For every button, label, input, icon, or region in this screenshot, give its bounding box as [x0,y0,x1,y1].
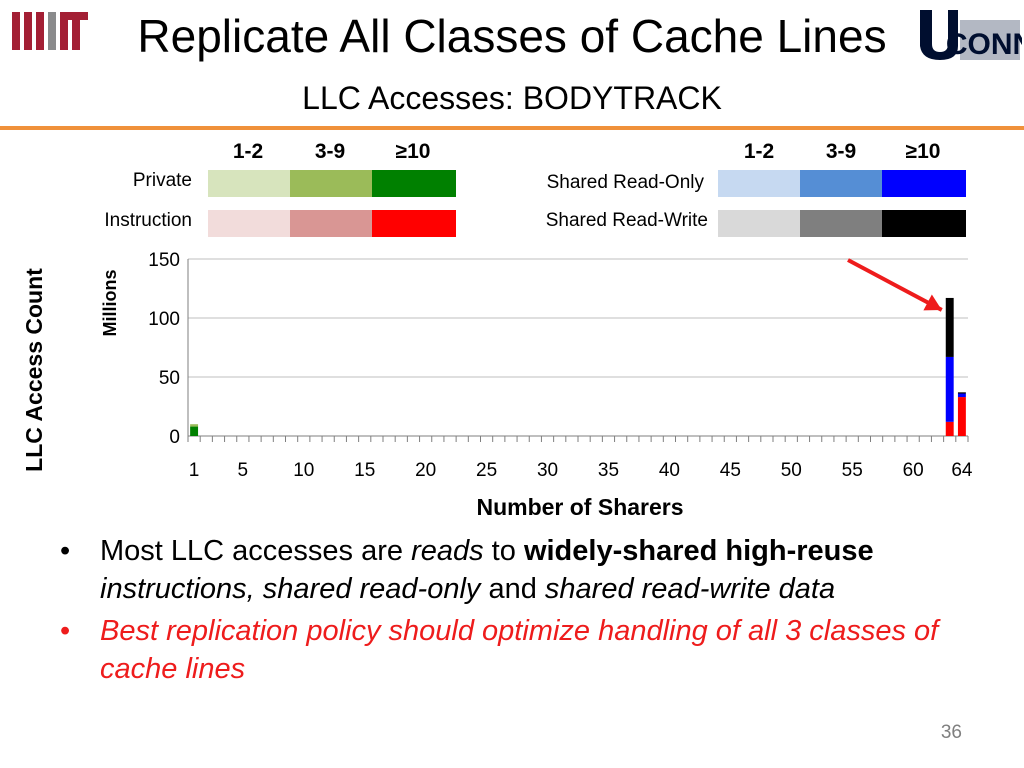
slide-title: Replicate All Classes of Cache Lines [137,10,887,62]
bar-segment [945,421,954,436]
svg-text:CONN: CONN [946,28,1022,61]
legend-swatch [290,210,372,237]
x-tick-label: 64 [951,460,973,481]
legend-instruction-swatches [208,210,456,237]
x-tick-label: 50 [781,460,802,481]
legend-right-bucket-1: 1-2 [743,140,775,163]
bullet-text-run: Most LLC accesses are [100,535,412,567]
bullet-item: • Most LLC accesses are reads to widely-s… [60,532,980,608]
bullet-list: • Most LLC accesses are reads to widely-s… [60,532,980,692]
legend-swatch [800,210,882,237]
bullet-text-run: instructions, shared read-only [100,573,481,605]
y-tick-label: 100 [148,309,180,330]
x-tick-label: 1 [189,460,200,481]
x-tick-label: 10 [293,460,314,481]
legend-private-label: Private [132,170,192,191]
x-tick-label: 60 [903,460,924,481]
mit-logo [12,12,88,50]
x-tick-label: 25 [476,460,497,481]
bullet-text-run: reads [411,535,484,567]
annotation-arrow-shaft [847,258,943,312]
legend-right-bucket-3: ≥10 [905,140,941,163]
x-tick-label: 20 [415,460,436,481]
x-tick-label: 55 [842,460,863,481]
legend-left-bucket-1: 1-2 [232,140,264,163]
y-tick-label: 50 [159,368,180,389]
bullet-text-run: widely-shared high-reuse [523,535,874,567]
legend-right-bucket-2: 3-9 [825,140,857,163]
x-tick-label: 15 [354,460,375,481]
legend-instruction-label: Instruction [104,210,192,231]
bullet-text-run: Best replication policy should optimize … [100,615,939,685]
x-tick-label: 40 [659,460,680,481]
bar-segment [957,397,966,436]
uconn-logo: CONN [920,10,1022,61]
bar-segment [945,297,954,357]
page-number: 36 [940,722,962,743]
x-tick-label: 5 [238,460,249,481]
x-tick-label: 35 [598,460,619,481]
bullet-dot-icon: • [60,615,71,647]
legend-swatch [290,170,372,197]
x-axis-title: Number of Sharers [476,494,684,520]
bullet-text-run: shared read-write data [544,573,836,605]
bullet-text-run: and [480,573,545,605]
legend-swatch [372,210,456,237]
bullet-item: • Best replication policy should optimize… [60,612,980,688]
bullet-dot-icon: • [60,535,71,567]
bar-segment [190,424,199,427]
legend-swatch [800,170,882,197]
legend-swatch [718,210,800,237]
legend-swatch [882,210,966,237]
bar-segment [945,356,954,422]
x-tick-label: 45 [720,460,741,481]
annotation-arrow-head [923,294,942,311]
bullet-text-run: to [483,535,524,567]
legend-shared-rw-label: Shared Read-Write [545,210,708,231]
title-divider [0,126,1024,130]
legend-swatch [882,170,966,197]
legend-left-bucket-3: ≥10 [395,140,431,163]
y-tick-label: 150 [148,250,180,271]
legend-swatch [718,170,800,197]
legend-shared-rw-swatches [718,210,966,237]
legend-swatch [372,170,456,197]
legend-swatch [208,210,290,237]
bar-segment [957,393,966,398]
bar-segment [957,392,966,394]
legend-private-swatches [208,170,456,197]
bar-segment [190,426,199,436]
legend-left-bucket-2: 3-9 [314,140,346,163]
legend-shared-ro-label: Shared Read-Only [546,172,704,193]
x-tick-label: 30 [537,460,558,481]
legend-swatch [208,170,290,197]
y-tick-label: 0 [169,427,180,448]
slide-subtitle: LLC Accesses: BODYTRACK [302,80,722,116]
legend-shared-ro-swatches [718,170,966,197]
